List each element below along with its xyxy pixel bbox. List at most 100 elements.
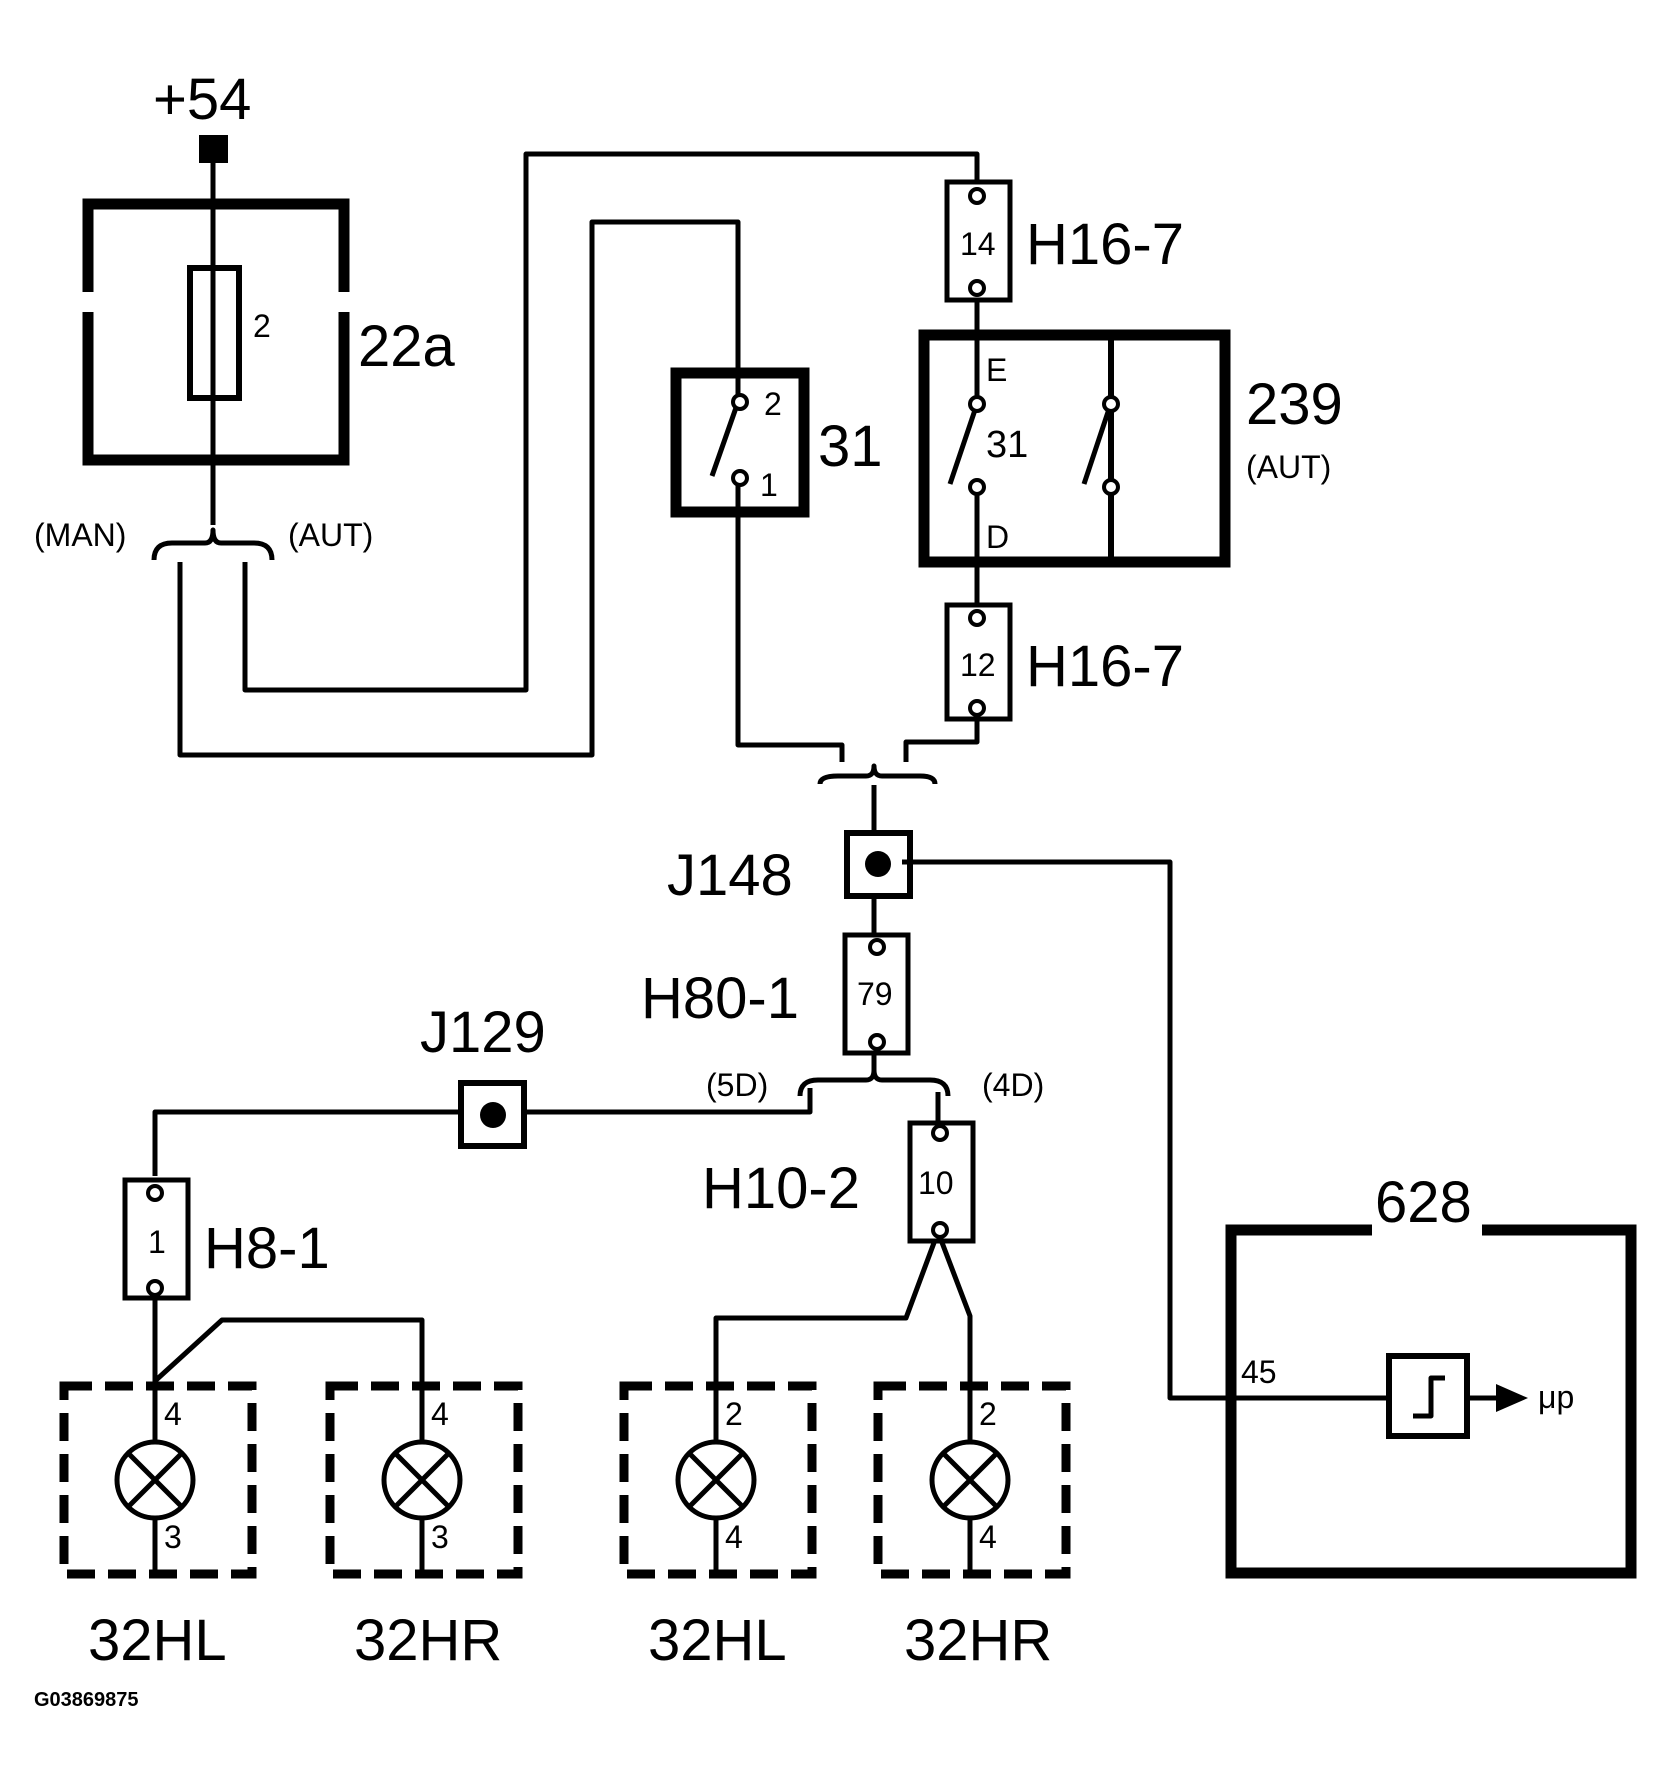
wire-h8-lamp2 bbox=[153, 1317, 425, 1568]
module-239-pin-31: 31 bbox=[986, 424, 1028, 466]
connector-h10-2-pin-upper bbox=[931, 1124, 949, 1142]
connector-h10-2-label: H10-2 bbox=[702, 1156, 860, 1221]
lamp-4-pin-bottom: 4 bbox=[979, 1519, 997, 1555]
lamp-2-label: 32HR bbox=[354, 1608, 502, 1673]
switch-31-pin-bottom bbox=[731, 469, 749, 487]
fuse-element bbox=[187, 265, 242, 401]
module-239-label: 239 bbox=[1246, 372, 1343, 437]
lamp-1: 4 3 32HL bbox=[59, 1381, 257, 1673]
fuse-box-top-frame bbox=[82, 198, 350, 292]
lamp-3-pin-top: 2 bbox=[725, 1396, 743, 1432]
connector-h16-7-bottom-pin-upper bbox=[968, 609, 986, 627]
junction-j129-label: J129 bbox=[420, 1000, 546, 1065]
wire-man-branch bbox=[177, 219, 741, 758]
lamp-1-pin-bottom: 3 bbox=[164, 1519, 182, 1555]
connector-h16-7-top-pin-upper bbox=[968, 187, 986, 205]
module-239: E 31 D 239 (AUT) bbox=[918, 329, 1343, 568]
lamp-1-pin-top: 4 bbox=[164, 1396, 182, 1432]
module-239-switch-1-bottom bbox=[968, 478, 986, 496]
branch-man-label: (MAN) bbox=[34, 517, 126, 553]
connector-h10-2: 10 H10-2 bbox=[702, 1120, 976, 1244]
connector-h16-7-top: 14 H16-7 bbox=[944, 179, 1184, 303]
module-628-pin: 45 bbox=[1241, 1354, 1277, 1390]
connector-h10-2-pin-lower bbox=[931, 1221, 949, 1239]
connector-h16-7-bottom: 12 H16-7 bbox=[944, 602, 1184, 722]
switch-31: 2 1 31 bbox=[670, 367, 883, 518]
fuse-box-bottom-frame bbox=[82, 330, 350, 466]
man-aut-brace bbox=[151, 527, 275, 561]
lamp-4-pin-top: 2 bbox=[979, 1396, 997, 1432]
wire-h16-12-out bbox=[903, 708, 980, 762]
junction-j129-box bbox=[458, 1080, 527, 1149]
module-628-label: 628 bbox=[1375, 1170, 1472, 1235]
lamp-2-bulb-cross bbox=[393, 1451, 451, 1509]
module-239-pin-d: D bbox=[986, 519, 1009, 555]
schmitt-trigger-box bbox=[1386, 1353, 1470, 1439]
branch-aut-label: (AUT) bbox=[288, 517, 373, 553]
connector-h8-1-pin: 1 bbox=[148, 1224, 166, 1260]
connector-h8-1-pin-lower bbox=[146, 1279, 164, 1297]
supply-terminal bbox=[199, 135, 228, 163]
branch-4d-label: (4D) bbox=[982, 1067, 1044, 1103]
wire-h10-lamp3 bbox=[713, 1231, 941, 1568]
module-628: 628 45 μp bbox=[1225, 1170, 1637, 1579]
output-arrow-icon bbox=[1496, 1384, 1528, 1412]
branch-5d-label: (5D) bbox=[706, 1067, 768, 1103]
junction-j148-box bbox=[844, 830, 913, 899]
lamp-1-bulb-cross bbox=[126, 1451, 184, 1509]
junction-j148-label: J148 bbox=[667, 843, 793, 908]
merge-brace bbox=[817, 763, 938, 785]
fuse-number: 2 bbox=[253, 308, 271, 344]
module-239-switch-1-top bbox=[968, 395, 986, 413]
connector-h16-7-bottom-pin: 12 bbox=[960, 647, 996, 683]
connector-h16-7-top-pin-lower bbox=[968, 279, 986, 297]
module-628-output: μp bbox=[1538, 1379, 1574, 1415]
junction-j148: J148 bbox=[667, 830, 913, 908]
fuse-box-label: 22a bbox=[358, 314, 456, 379]
junction-j129: J129 bbox=[420, 1000, 546, 1149]
connector-h8-1-pin-upper bbox=[146, 1184, 164, 1202]
switch-31-label: 31 bbox=[818, 414, 883, 479]
switch-31-pin-top bbox=[731, 393, 749, 411]
door-brace bbox=[797, 1067, 951, 1097]
wire-j129-left bbox=[152, 1109, 460, 1176]
connector-h80-1-pin-lower bbox=[868, 1033, 886, 1051]
junction-j148-dot bbox=[865, 851, 891, 877]
figure-id: G03869875 bbox=[34, 1689, 139, 1711]
module-239-switch-2-bottom bbox=[1102, 478, 1120, 496]
lamp-4: 2 4 32HR bbox=[873, 1381, 1071, 1673]
module-628-label-gap bbox=[1372, 1220, 1482, 1242]
connector-h10-2-pin: 10 bbox=[918, 1165, 954, 1201]
module-239-pin-e: E bbox=[986, 352, 1007, 388]
module-239-switch-2 bbox=[1081, 402, 1114, 485]
connector-h80-1-pin-upper bbox=[868, 938, 886, 956]
module-239-sublabel: (AUT) bbox=[1246, 449, 1331, 485]
connector-h8-1-label: H8-1 bbox=[204, 1216, 330, 1281]
lamp-4-label: 32HR bbox=[904, 1608, 1052, 1673]
supply-label: +54 bbox=[153, 67, 251, 132]
switch-31-contact bbox=[709, 401, 741, 477]
module-239-switch-2-top bbox=[1102, 395, 1120, 413]
lamp-3-bulb-cross bbox=[687, 1451, 745, 1509]
lamp-3-label: 32HL bbox=[648, 1608, 787, 1673]
wire-to-628 bbox=[902, 859, 1387, 1401]
lamp-3: 2 4 32HL bbox=[619, 1381, 817, 1673]
connector-h16-7-bottom-pin-lower bbox=[968, 699, 986, 717]
connector-h8-1: 1 H8-1 bbox=[122, 1177, 330, 1301]
lamp-2-pin-bottom: 3 bbox=[431, 1519, 449, 1555]
connector-h80-1-label: H80-1 bbox=[641, 966, 799, 1031]
junction-j129-dot bbox=[480, 1102, 506, 1128]
switch-31-pin-1: 1 bbox=[760, 467, 778, 503]
module-239-frame bbox=[918, 329, 1231, 568]
connector-h16-7-top-label: H16-7 bbox=[1026, 212, 1184, 277]
fuse-box: 2 22a bbox=[82, 198, 456, 466]
connector-h16-7-top-pin: 14 bbox=[960, 226, 996, 262]
wire-aut-branch bbox=[242, 151, 980, 693]
connector-h80-1: 79 H80-1 bbox=[641, 932, 911, 1056]
switch-31-frame bbox=[670, 367, 810, 518]
connector-h80-1-pin: 79 bbox=[857, 976, 893, 1012]
wire-switch31-out bbox=[735, 478, 845, 762]
wires bbox=[152, 150, 1387, 1568]
lamp-4-bulb-cross bbox=[941, 1451, 999, 1509]
